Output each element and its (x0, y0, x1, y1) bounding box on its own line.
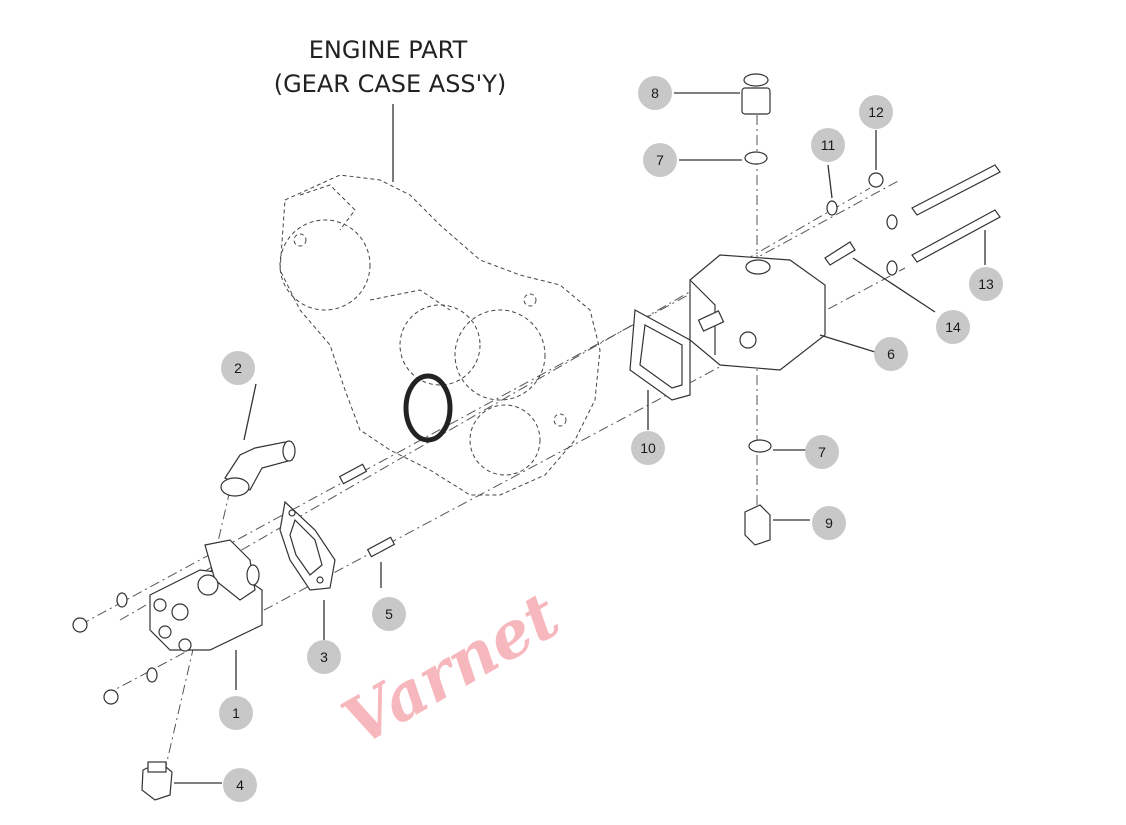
callout-8: 8 (638, 76, 672, 110)
gear-pump (149, 539, 263, 652)
leader-2 (243, 383, 257, 441)
callout-14: 14 (936, 310, 970, 344)
callout-3: 3 (307, 640, 341, 674)
callout-1-label: 1 (232, 705, 240, 721)
plug-top (741, 73, 771, 115)
elbow-fitting (220, 440, 296, 497)
callout-4-label: 4 (236, 777, 244, 793)
callout-6: 6 (874, 337, 908, 371)
callout-7-top: 7 (643, 143, 677, 177)
callout-9: 9 (812, 506, 846, 540)
pump-fasteners-left (72, 592, 158, 705)
callout-8-label: 8 (651, 85, 659, 101)
callout-13-label: 13 (978, 276, 994, 292)
callout-10: 10 (631, 431, 665, 465)
callout-7-bottom-label: 7 (818, 444, 826, 460)
leader-14 (852, 257, 936, 313)
callout-2: 2 (221, 351, 255, 385)
gear-case (279, 174, 601, 496)
callout-6-label: 6 (887, 346, 895, 362)
o-ring-bottom (748, 439, 772, 453)
washer-lower-right (886, 260, 898, 276)
callout-12: 12 (859, 95, 893, 129)
callout-10-label: 10 (640, 440, 656, 456)
title-line-2: (GEAR CASE ASS'Y) (274, 70, 507, 98)
callout-1: 1 (219, 696, 253, 730)
callout-7-top-label: 7 (656, 152, 664, 168)
callout-14-label: 14 (945, 319, 961, 335)
callout-11-label: 11 (821, 137, 836, 153)
callout-9-label: 9 (825, 515, 833, 531)
fitting-bottom-right (744, 504, 771, 546)
washer-upper-right (886, 214, 898, 230)
callout-4: 4 (223, 768, 257, 802)
hydraulic-pump (689, 254, 826, 371)
title-line-1: ENGINE PART (309, 36, 468, 64)
nut-12 (868, 172, 884, 188)
fitting-bottom-left (141, 761, 173, 801)
callout-3-label: 3 (320, 649, 328, 665)
long-bolts (911, 164, 1001, 263)
o-ring-top (744, 151, 768, 165)
callout-5-label: 5 (385, 606, 393, 622)
washer-11 (826, 200, 838, 216)
dowel-pins (338, 463, 396, 558)
leader-11 (827, 164, 833, 199)
short-bolt (824, 241, 856, 266)
leader-6 (819, 334, 876, 353)
gasket-small (279, 500, 336, 591)
callout-12-label: 12 (868, 104, 884, 120)
watermark-logo: Varnet (330, 578, 572, 761)
gasket-large (629, 309, 691, 401)
callout-7-bottom: 7 (805, 435, 839, 469)
callout-13: 13 (969, 267, 1003, 301)
gear-case-seal (403, 373, 453, 443)
callout-5: 5 (372, 597, 406, 631)
callout-2-label: 2 (234, 360, 242, 376)
callout-11: 11 (811, 128, 845, 162)
assembly-axis-bolt-upper (79, 179, 901, 626)
